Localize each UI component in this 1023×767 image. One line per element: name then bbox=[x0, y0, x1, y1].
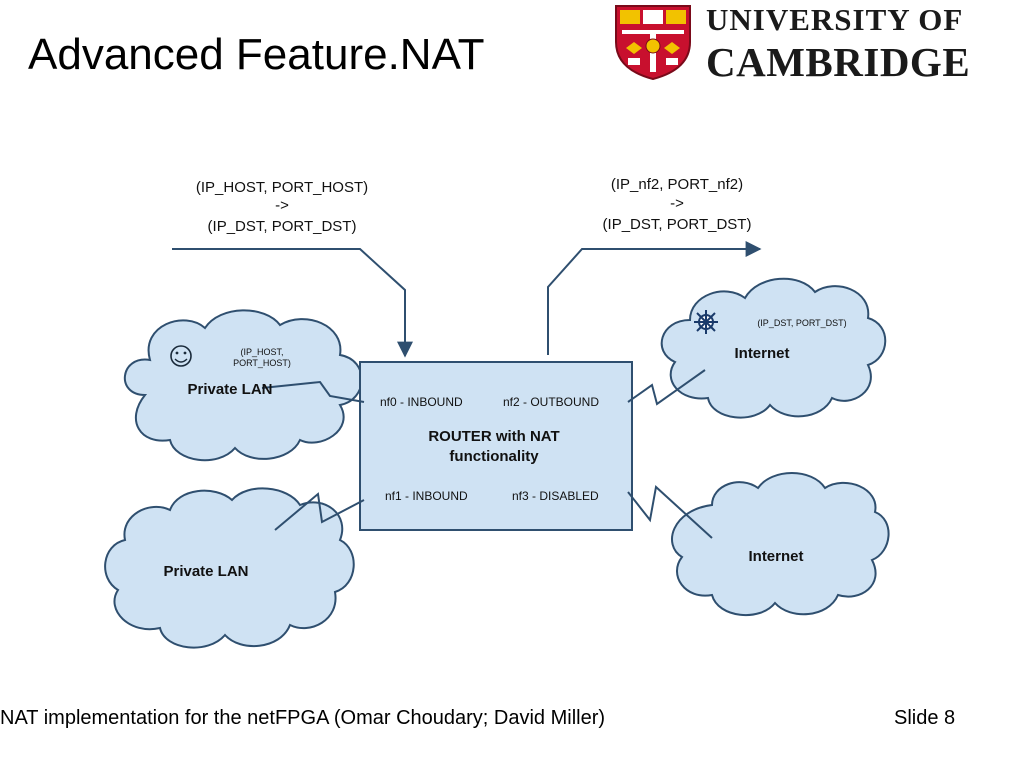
router-port-nf1: nf1 - INBOUND bbox=[385, 489, 468, 503]
logo-cambridge-text: CAMBRIDGE bbox=[706, 39, 971, 85]
logo-university-text: UNIVERSITY OF bbox=[706, 2, 964, 37]
private-lan-1-host-line1: (IP_HOST, bbox=[240, 347, 283, 357]
inbound-flow-label-line1: (IP_HOST, PORT_HOST) bbox=[196, 179, 368, 196]
outbound-flow-arrow bbox=[547, 241, 762, 355]
slide-title: Advanced Feature.NAT bbox=[28, 30, 485, 79]
cloud-internet-2 bbox=[671, 472, 890, 617]
server-star-icon bbox=[694, 310, 718, 334]
private-lan-1-host-line2: PORT_HOST) bbox=[233, 358, 291, 368]
internet-1-dst-text: (IP_DST, PORT_DST) bbox=[757, 318, 846, 328]
outbound-flow-label-line1: (IP_nf2, PORT_nf2) bbox=[611, 176, 743, 193]
outbound-flow-label-arrow: -> bbox=[670, 195, 684, 212]
cambridge-crest-icon bbox=[615, 5, 691, 80]
link-nf2-internet-1 bbox=[627, 369, 706, 406]
router-title-line2: functionality bbox=[449, 448, 539, 465]
footer-text: NAT implementation for the netFPGA (Omar… bbox=[0, 707, 606, 729]
slide-number: Slide 8 bbox=[894, 707, 956, 729]
outbound-flow-label-line3: (IP_DST, PORT_DST) bbox=[603, 216, 752, 233]
internet-1-label: Internet bbox=[734, 345, 789, 362]
internet-2-label: Internet bbox=[748, 548, 803, 565]
private-lan-1-label: Private LAN bbox=[187, 381, 272, 398]
router-port-nf3: nf3 - DISABLED bbox=[512, 489, 599, 503]
inbound-flow-arrow bbox=[172, 248, 413, 358]
link-nf1-private-lan-2 bbox=[274, 492, 365, 531]
link-nf0-private-lan-1 bbox=[261, 380, 365, 403]
router-port-nf0: nf0 - INBOUND bbox=[380, 395, 463, 409]
cloud-private-lan-2 bbox=[104, 487, 355, 649]
router-title-line1: ROUTER with NAT bbox=[428, 428, 559, 445]
inbound-flow-label-arrow: -> bbox=[275, 197, 289, 214]
private-lan-2-label: Private LAN bbox=[163, 563, 248, 580]
inbound-flow-label-line3: (IP_DST, PORT_DST) bbox=[208, 218, 357, 235]
university-logo: UNIVERSITY OF CAMBRIDGE bbox=[610, 2, 1015, 85]
smiley-face-icon bbox=[170, 345, 192, 367]
router-box bbox=[359, 361, 633, 531]
link-nf3-internet-2 bbox=[627, 485, 713, 539]
router-port-nf2: nf2 - OUTBOUND bbox=[503, 395, 599, 409]
